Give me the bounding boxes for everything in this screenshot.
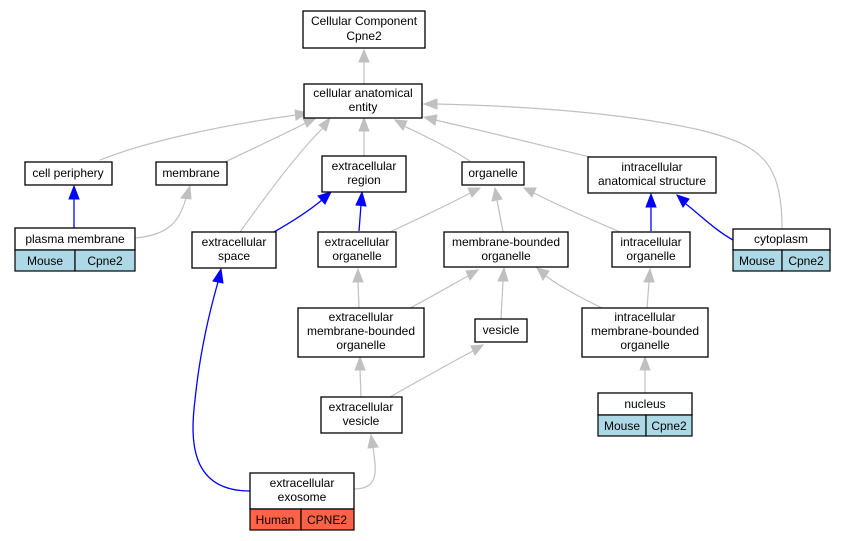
node-label-line: intracellular <box>621 160 682 174</box>
node-nucleus[interactable]: nucleus Mouse Cpne2 <box>597 392 693 437</box>
species-badge: Mouse Cpne2 <box>732 249 831 272</box>
node-cellular-component-root[interactable]: Cellular Component Cpne2 <box>302 10 426 49</box>
node-label-line: anatomical structure <box>598 174 706 188</box>
node-label-line: organelle <box>626 249 676 263</box>
node-extracellular-vesicle[interactable]: extracellular vesicle <box>320 396 403 434</box>
node-vesicle[interactable]: vesicle <box>474 318 528 343</box>
node-label-line: cellular anatomical <box>313 86 412 100</box>
species-label: Mouse <box>604 419 640 433</box>
node-extracellular-region[interactable]: extracellular region <box>321 155 407 193</box>
node-label-line: extracellular <box>325 235 390 249</box>
gene-label: Cpne2 <box>651 419 687 433</box>
gene-label: Cpne2 <box>87 254 123 268</box>
node-extracellular-membrane-bounded-organelle[interactable]: extracellular membrane-bounded organelle <box>297 307 425 358</box>
node-cytoplasm[interactable]: cytoplasm Mouse Cpne2 <box>732 228 831 272</box>
node-label-line: organelle <box>481 249 531 263</box>
edge-exregion-to-cae <box>358 116 370 156</box>
species-label: Human <box>256 513 295 527</box>
node-label-line: membrane-bounded <box>591 324 699 338</box>
edge-nucleus-to-imbo <box>639 355 651 393</box>
edges <box>68 48 783 492</box>
species-label: Mouse <box>739 254 775 268</box>
edge-intorganelle-to-organelle <box>522 187 621 233</box>
node-label-line: vesicle <box>483 323 520 337</box>
node-label-line: extracellular <box>202 235 267 249</box>
node-label-line: intracellular <box>614 310 675 324</box>
edge-cytoplasm-to-cae <box>422 98 783 230</box>
node-plasma-membrane[interactable]: plasma membrane Mouse Cpne2 <box>14 227 136 272</box>
edge-exmbo-to-mbo <box>409 269 480 309</box>
node-label-line: entity <box>349 100 378 114</box>
node-label-line: region <box>347 173 380 187</box>
edge-cae-to-root <box>358 48 370 84</box>
edge-cellperiphery-to-cae <box>99 109 310 161</box>
edge-intorganelle-to-ias <box>645 192 657 231</box>
edge-exvesicle-to-exmbo <box>354 355 366 398</box>
edge-mbo-to-organelle <box>491 186 504 233</box>
node-extracellular-exosome[interactable]: extracellular exosome Human CPNE2 <box>249 472 355 531</box>
species-label: Mouse <box>27 254 63 268</box>
node-label-line: Cellular Component <box>311 14 418 28</box>
edge-plasmamembrane-to-cellperiphery <box>68 184 80 228</box>
nodes: Cellular Component Cpne2 cellular anatom… <box>14 10 831 531</box>
node-label-line: extracellular <box>332 159 397 173</box>
node-label-line: extracellular <box>270 476 335 490</box>
edge-organelle-to-cae <box>393 119 471 162</box>
node-label-line: plasma membrane <box>25 232 125 246</box>
node-label-line: cell periphery <box>32 166 103 180</box>
node-cell-periphery[interactable]: cell periphery <box>24 161 113 186</box>
node-label-line: nucleus <box>624 397 665 411</box>
node-organelle[interactable]: organelle <box>461 161 525 186</box>
gene-label: CPNE2 <box>307 513 347 527</box>
edge-exosome-to-exspace <box>192 267 251 492</box>
node-label-line: vesicle <box>343 414 380 428</box>
node-label-line: organelle <box>620 338 670 352</box>
edge-imbo-to-mbo <box>536 267 603 309</box>
node-membrane[interactable]: membrane <box>155 161 228 186</box>
node-label-line: membrane-bounded <box>307 324 415 338</box>
node-label-line: intracellular <box>620 235 681 249</box>
node-label-line: exosome <box>278 490 327 504</box>
edge-exvesicle-to-vesicle <box>389 344 485 398</box>
edge-exspace-to-cae <box>239 116 331 233</box>
node-extracellular-organelle[interactable]: extracellular organelle <box>317 231 397 268</box>
node-label-line: membrane <box>162 166 220 180</box>
edge-exspace-to-exregion <box>273 191 332 233</box>
node-label-line: organelle <box>332 249 382 263</box>
species-badge: Mouse Cpne2 <box>597 414 693 437</box>
node-intracellular-anatomical-structure[interactable]: intracellular anatomical structure <box>587 156 717 194</box>
edge-exorganelle-to-exregion <box>355 190 367 232</box>
edge-ias-to-cae <box>422 114 591 158</box>
edge-cytoplasm-to-ias <box>676 194 734 241</box>
node-label-line: extracellular <box>329 400 394 414</box>
edge-imbo-to-intorganelle <box>643 267 655 309</box>
gene-label: Cpne2 <box>788 254 824 268</box>
edge-vesicle-to-mbo <box>497 266 509 320</box>
node-label-line: organelle <box>468 166 518 180</box>
species-badge: Human CPNE2 <box>249 508 355 531</box>
species-badge: Mouse Cpne2 <box>14 249 136 272</box>
edge-exorganelle-to-organelle <box>389 187 482 233</box>
node-intracellular-membrane-bounded-organelle[interactable]: intracellular membrane-bounded organelle <box>581 307 709 358</box>
edge-exmbo-to-exorganelle <box>352 267 364 309</box>
node-label-line: space <box>218 249 250 263</box>
node-membrane-bounded-organelle[interactable]: membrane-bounded organelle <box>443 231 569 268</box>
edge-exosome-to-exvesicle <box>353 433 379 490</box>
node-label-line: Cpne2 <box>346 29 382 43</box>
node-label-line: organelle <box>336 338 386 352</box>
node-extracellular-space[interactable]: extracellular space <box>191 231 277 269</box>
node-intracellular-organelle[interactable]: intracellular organelle <box>611 231 691 268</box>
node-cellular-anatomical-entity[interactable]: cellular anatomical entity <box>303 83 423 119</box>
node-label-line: cytoplasm <box>754 232 808 246</box>
edge-plasmamembrane-to-membrane <box>134 184 192 239</box>
node-label-line: extracellular <box>329 310 394 324</box>
node-label-line: membrane-bounded <box>452 235 560 249</box>
